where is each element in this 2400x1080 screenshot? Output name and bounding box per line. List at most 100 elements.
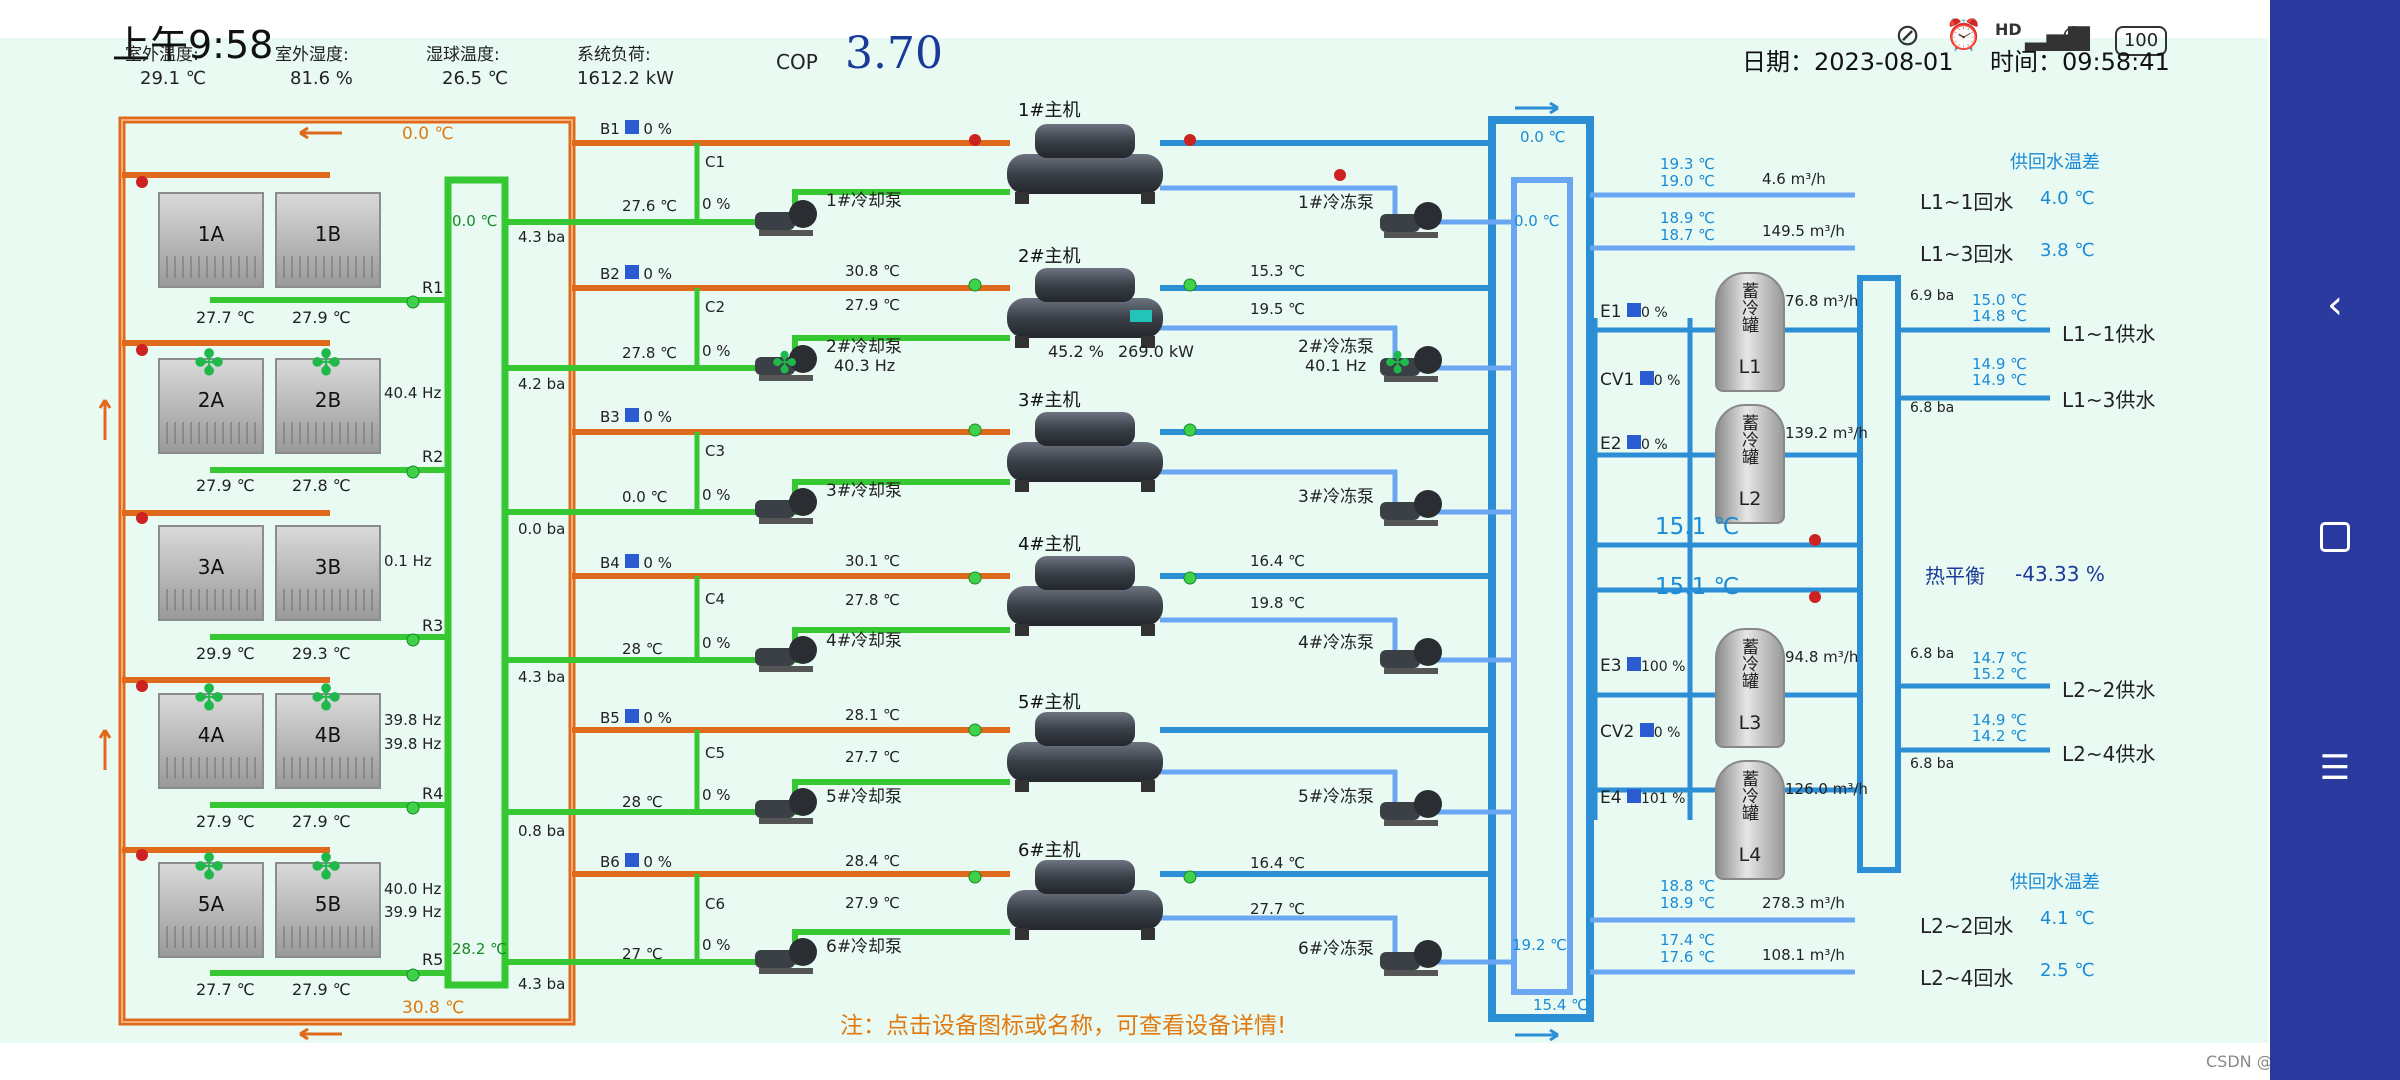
chilled-pump-2-icon[interactable] xyxy=(1380,336,1444,382)
valve-C1[interactable]: C1 xyxy=(705,153,726,171)
cooling-pump-5-label[interactable]: 5#冷却泵 xyxy=(826,787,903,807)
tower-label: 2B xyxy=(314,388,342,412)
cooling-pump-6-icon[interactable] xyxy=(755,928,819,974)
chiller-3-icon[interactable] xyxy=(1005,406,1165,492)
cooling-pump-3-icon[interactable] xyxy=(755,478,819,524)
chilled-pump-4-label[interactable]: 4#冷冻泵 xyxy=(1298,633,1375,653)
return-2-name[interactable]: L1~3回水 xyxy=(1920,242,2014,266)
valve-label-R5[interactable]: R5 xyxy=(422,950,444,969)
supply-4-name[interactable]: L2~4供水 xyxy=(2062,742,2156,766)
cooling-tower-1A[interactable]: 1A xyxy=(158,192,264,288)
chilled-pump-5-icon[interactable] xyxy=(1380,780,1444,826)
chiller-4-chw-in: 19.8 ℃ xyxy=(1250,594,1306,612)
cooling-pump-1-icon[interactable] xyxy=(755,190,819,236)
valve-B2[interactable]: B2 0 % xyxy=(600,265,672,283)
chilled-pump-6-label[interactable]: 6#冷冻泵 xyxy=(1298,939,1375,959)
storage-valve-E4[interactable]: E4 101 % xyxy=(1600,788,1685,808)
valve-B5[interactable]: B5 0 % xyxy=(600,709,672,727)
valve-B1[interactable]: B1 0 % xyxy=(600,120,672,138)
storage-valve-E2[interactable]: E2 0 % xyxy=(1600,434,1668,454)
storage-valve-CV2[interactable]: CV2 0 % xyxy=(1600,722,1680,742)
return-3-name[interactable]: L2~2回水 xyxy=(1920,914,2014,938)
cooling-pump-2-icon[interactable] xyxy=(755,335,819,381)
square-icon[interactable] xyxy=(2300,516,2370,562)
valve-B3[interactable]: B3 0 % xyxy=(600,408,672,426)
menu-icon[interactable]: ☰ xyxy=(2319,748,2351,788)
cooling-tower-4B[interactable]: ✤4B xyxy=(275,681,381,789)
supply-1-name[interactable]: L1~1供水 xyxy=(2062,322,2156,346)
chiller-4-icon[interactable] xyxy=(1005,550,1165,636)
valve-B6[interactable]: B6 0 % xyxy=(600,853,672,871)
chilled-pump-3-label[interactable]: 3#冷冻泵 xyxy=(1298,487,1375,507)
storage-valve-E1[interactable]: E1 0 % xyxy=(1600,302,1668,322)
chevron-left-icon[interactable]: ‹ xyxy=(2327,282,2343,328)
cooling-tower-5A[interactable]: ✤5A xyxy=(158,850,264,958)
pressure-reading: 4.3 ba xyxy=(518,668,566,686)
cooling-tower-2A[interactable]: ✤2A xyxy=(158,346,264,454)
chiller-2-name[interactable]: 2#主机 xyxy=(1018,246,1081,267)
chilled-pump-1-icon[interactable] xyxy=(1380,192,1444,238)
cooling-tower-3A[interactable]: 3A xyxy=(158,525,264,621)
valve-label: E1 xyxy=(1600,302,1622,322)
chilled-pump-5-label[interactable]: 5#冷冻泵 xyxy=(1298,787,1375,807)
return-1-name[interactable]: L1~1回水 xyxy=(1920,190,2014,214)
cooling-pump-5-icon[interactable] xyxy=(755,778,819,824)
chiller-5-name[interactable]: 5#主机 xyxy=(1018,692,1081,713)
system-load-value: 1612.2 kW xyxy=(577,68,674,89)
valve-B4[interactable]: B4 0 % xyxy=(600,554,672,572)
cooling-pump-1-label[interactable]: 1#冷却泵 xyxy=(826,191,903,211)
cooling-tower-2B[interactable]: ✤2B xyxy=(275,346,381,454)
chiller-4-name[interactable]: 4#主机 xyxy=(1018,534,1081,555)
cooling-tower-4A[interactable]: ✤4A xyxy=(158,681,264,789)
status-time: 上午9:58 xyxy=(112,23,274,67)
storage-valve-CV1[interactable]: CV1 0 % xyxy=(1600,370,1680,390)
valve-label-R3[interactable]: R3 xyxy=(422,616,444,635)
cooling-pump-6-label[interactable]: 6#冷却泵 xyxy=(826,937,903,957)
valve-C4[interactable]: C4 xyxy=(705,590,726,608)
cooling-pump-4-label[interactable]: 4#冷却泵 xyxy=(826,631,903,651)
valve-pct: 0 % xyxy=(643,408,672,426)
chilled-pump-1-label[interactable]: 1#冷冻泵 xyxy=(1298,193,1375,213)
supply-2-name[interactable]: L1~3供水 xyxy=(2062,388,2156,412)
valve-label: CV1 xyxy=(1600,370,1635,390)
tank-label: 蓄冷罐 xyxy=(1738,282,1758,333)
cooling-pump-2-label[interactable]: 2#冷却泵 xyxy=(826,337,903,357)
chiller-2-icon[interactable] xyxy=(1005,262,1165,348)
valve-C3[interactable]: C3 xyxy=(705,442,726,460)
valve-C5[interactable]: C5 xyxy=(705,744,726,762)
return-4-name[interactable]: L2~4回水 xyxy=(1920,966,2014,990)
return-4-diff: 2.5 ℃ xyxy=(2040,960,2095,981)
valve-icon xyxy=(1626,657,1641,671)
chilled-pump-6-icon[interactable] xyxy=(1380,930,1444,976)
cooling-tower-1B[interactable]: 1B xyxy=(275,192,381,288)
chilled-pump-4-icon[interactable] xyxy=(1380,628,1444,674)
tank-L3-flow: 94.8 m³/h xyxy=(1785,648,1859,666)
valve-C6[interactable]: C6 xyxy=(705,895,726,913)
valve-label-R4[interactable]: R4 xyxy=(422,784,444,803)
chiller-5-icon[interactable] xyxy=(1005,706,1165,792)
supply-3-pressure: 6.8 ba xyxy=(1910,646,1955,662)
chiller-6-icon[interactable] xyxy=(1005,854,1165,940)
valve-C2[interactable]: C2 xyxy=(705,298,726,316)
valve-label-R2[interactable]: R2 xyxy=(422,447,444,466)
valve-icon xyxy=(1626,435,1641,449)
cooling-pump-4-icon[interactable] xyxy=(755,626,819,672)
mid-temp-1: 15.1 ℃ xyxy=(1655,514,1740,540)
chiller-1-icon[interactable] xyxy=(1005,118,1165,204)
cooling-tower-3B[interactable]: 3B xyxy=(275,525,381,621)
chiller-1-name[interactable]: 1#主机 xyxy=(1018,100,1081,121)
cooling-pump-3-label[interactable]: 3#冷却泵 xyxy=(826,481,903,501)
chiller-6-name[interactable]: 6#主机 xyxy=(1018,840,1081,861)
valve-label-R1[interactable]: R1 xyxy=(422,278,444,297)
storage-valve-E3[interactable]: E3 100 % xyxy=(1600,656,1685,676)
chilled-pump-2-label[interactable]: 2#冷冻泵 xyxy=(1298,337,1375,357)
cooling-tower-5B[interactable]: ✤5B xyxy=(275,850,381,958)
supply-3-name[interactable]: L2~2供水 xyxy=(2062,678,2156,702)
chiller-3-name[interactable]: 3#主机 xyxy=(1018,390,1081,411)
chilled-pump-3-icon[interactable] xyxy=(1380,480,1444,526)
valve-label: E3 xyxy=(1600,656,1622,676)
